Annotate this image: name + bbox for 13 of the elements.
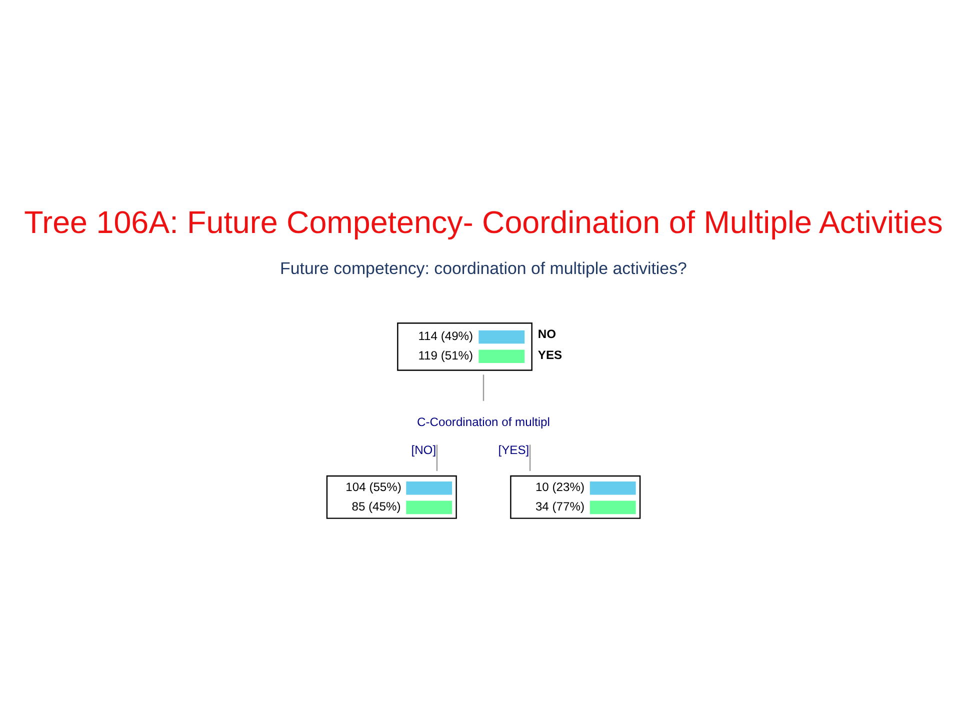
connector [482,374,484,400]
connector [529,444,531,470]
label: Future competency: coordination of multiple activities? [280,258,687,278]
edge-label: [NO] [411,442,436,457]
edge-label: [YES] [498,442,530,457]
node-box: 10 (23%) 34 (77%) [510,474,641,518]
node-box: 114 (49%) 119 (51%) [397,322,532,370]
diagram-title: Tree 106A: Future Competency- Coordination of Multiple Activities [24,204,943,240]
node-label: NO [538,326,556,341]
node-text: C-Coordination of multipl [417,414,550,428]
connector [436,444,438,470]
node-label: YES [538,347,562,362]
node-box: 104 (55%) 85 (45%) [326,474,457,518]
